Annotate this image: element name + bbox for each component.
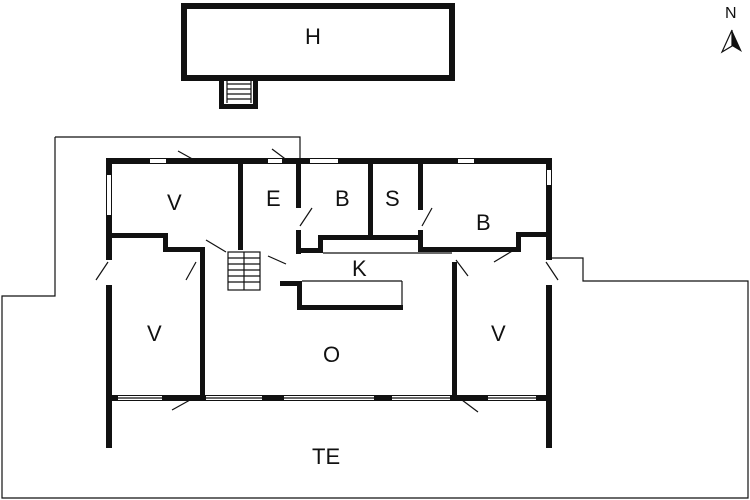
- room-label-storage: S: [385, 186, 400, 211]
- room-label-bathroom-2: B: [476, 210, 491, 235]
- door-swings: [95, 148, 559, 413]
- windows: [107, 159, 551, 400]
- room-label-bedroom-left: V: [147, 321, 162, 346]
- room-label-kitchen: K: [352, 256, 367, 281]
- room-label-bedroom-top-left: V: [167, 190, 182, 215]
- room-label-annex: H: [305, 24, 321, 49]
- annex-stairs: [219, 78, 258, 109]
- north-arrow-icon: [720, 29, 742, 54]
- room-label-living: O: [323, 342, 340, 367]
- terrace-outline: [1, 136, 749, 499]
- interior-stairs: [227, 251, 261, 291]
- room-label-bathroom-1: B: [335, 186, 350, 211]
- interior-walls: [106, 158, 552, 397]
- annex-building: [181, 3, 455, 109]
- compass-label: N: [725, 5, 737, 22]
- room-label-terrace: TE: [312, 444, 340, 469]
- room-label-entrance: E: [266, 186, 281, 211]
- room-label-bedroom-right: V: [491, 321, 506, 346]
